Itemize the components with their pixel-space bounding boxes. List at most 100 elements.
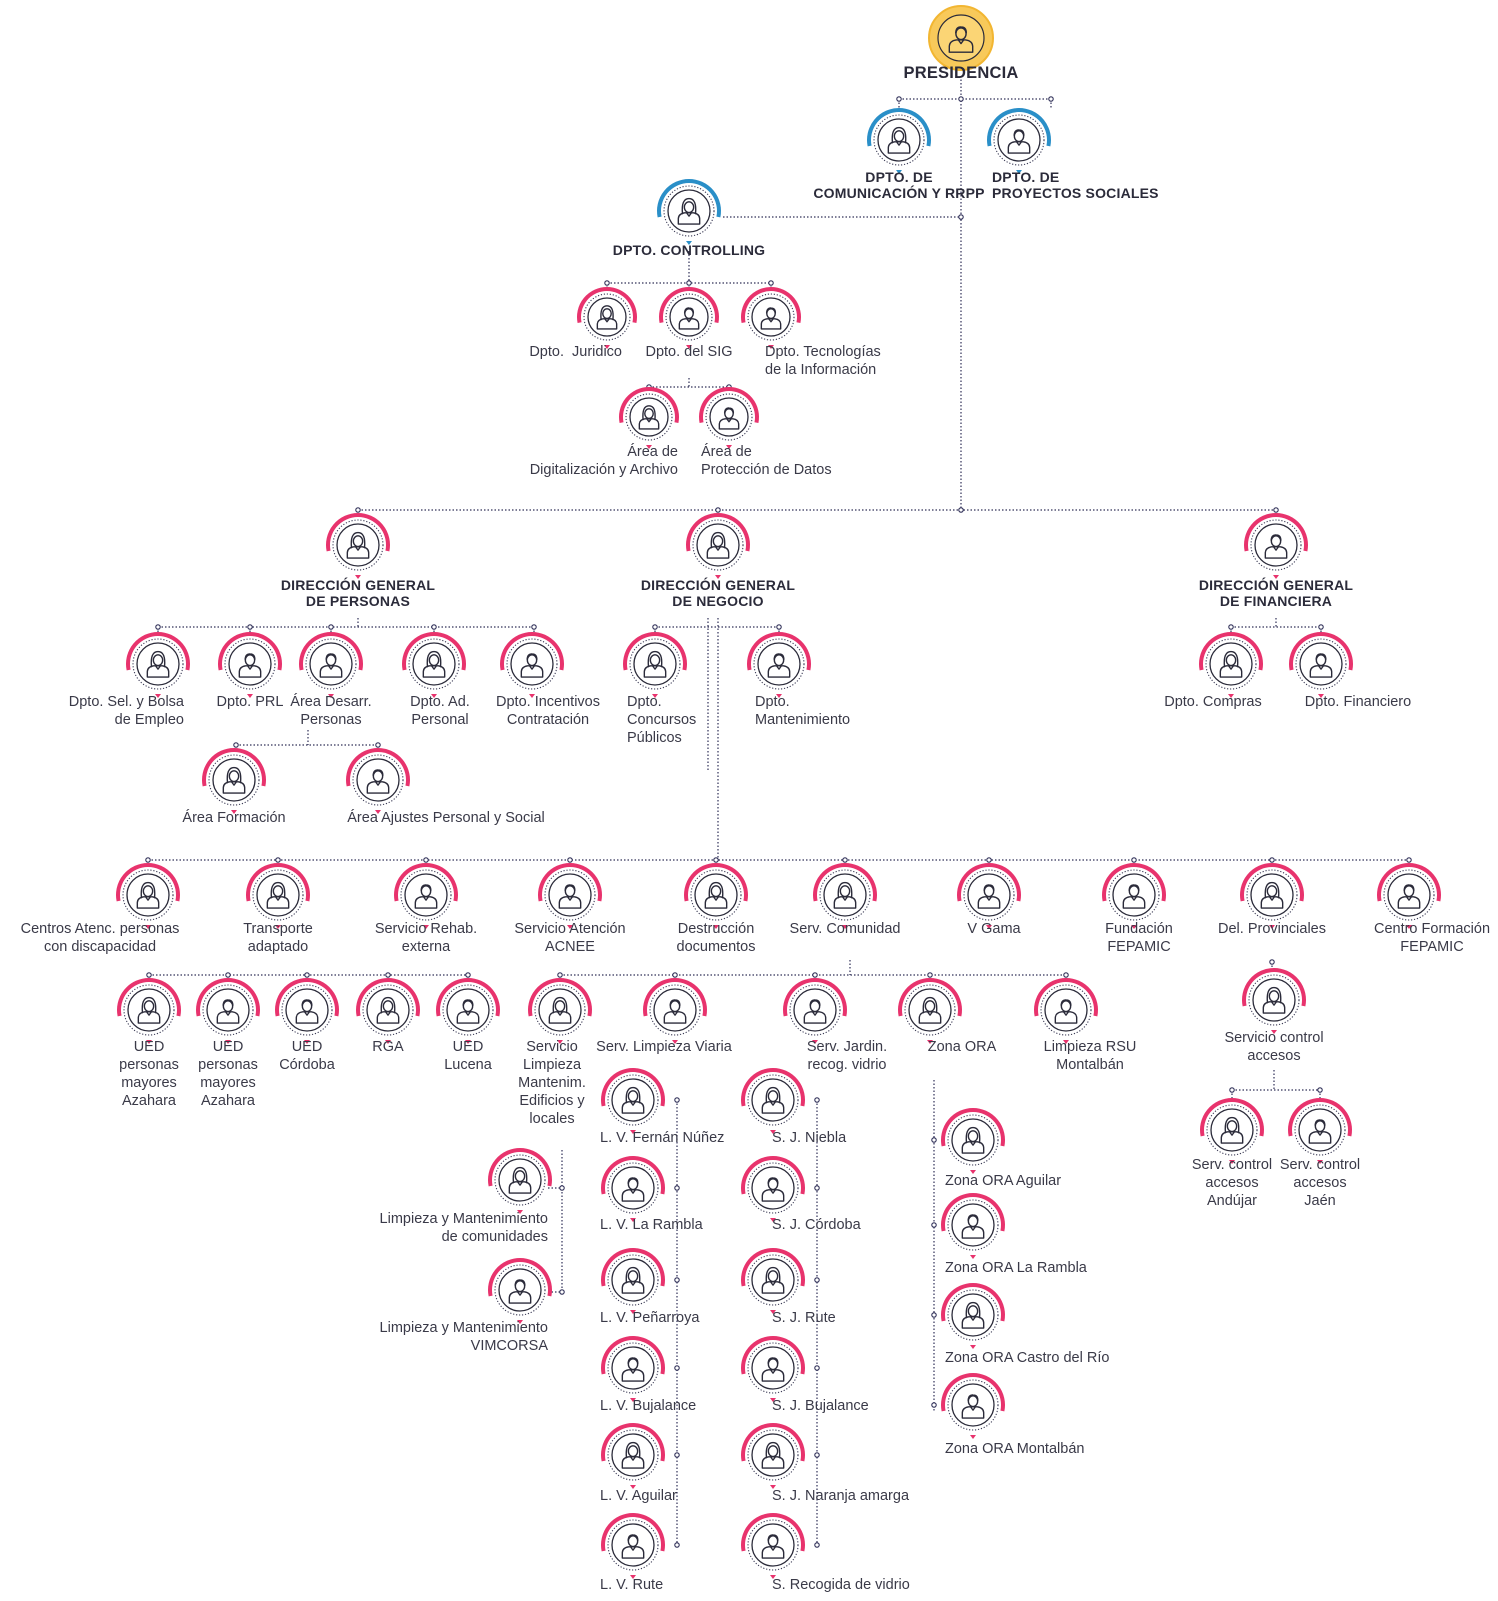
org-node-dg-negocio[interactable]: [686, 513, 750, 579]
org-node-lv-bujalance[interactable]: [601, 1336, 665, 1402]
node-accent-arc: [898, 978, 962, 1017]
person-female-icon: [508, 1166, 532, 1194]
org-node-juridico[interactable]: [577, 287, 637, 349]
org-node-andujar[interactable]: [1200, 1098, 1264, 1164]
node-inner-ring: [751, 297, 791, 337]
node-pointer: [1406, 925, 1412, 929]
org-node-control-accesos[interactable]: [1242, 968, 1306, 1034]
person-female-icon: [638, 405, 660, 430]
org-node-jardin[interactable]: [783, 978, 847, 1044]
org-node-lm-comunidades[interactable]: [488, 1148, 552, 1214]
org-node-ora-aguilar[interactable]: [941, 1108, 1005, 1174]
org-node-sj-bujalance[interactable]: [741, 1336, 805, 1402]
org-node-sig[interactable]: [659, 287, 719, 349]
org-node-provinciales[interactable]: [1240, 863, 1304, 929]
org-node-prl[interactable]: [218, 632, 282, 698]
org-node-jaen[interactable]: [1288, 1098, 1352, 1164]
org-node-dg-financiera[interactable]: [1244, 513, 1308, 579]
org-node-mantenimiento[interactable]: [747, 632, 811, 698]
node-pointer: [355, 575, 361, 579]
org-node-s-vidrio[interactable]: [741, 1513, 805, 1579]
org-node-desarr-personas[interactable]: [299, 632, 363, 698]
org-node-ora-castro[interactable]: [941, 1283, 1005, 1349]
connector-junction: [385, 972, 391, 978]
org-node-proyectos[interactable]: [987, 108, 1051, 174]
org-node-ad-personal[interactable]: [402, 632, 466, 698]
org-node-centro-formacion[interactable]: [1377, 863, 1441, 929]
org-node-lm-vimcorsa[interactable]: [488, 1258, 552, 1324]
org-node-lv-fernan[interactable]: [601, 1068, 665, 1134]
org-node-incentivos[interactable]: [500, 632, 564, 698]
node-inner-ring: [653, 988, 697, 1032]
org-node-destruccion[interactable]: [684, 863, 748, 929]
org-node-lv-rambla[interactable]: [601, 1156, 665, 1222]
node-accent-arc: [538, 863, 602, 902]
org-node-sel-bolsa[interactable]: [126, 632, 190, 698]
org-node-ajustes[interactable]: [346, 748, 410, 814]
org-node-dg-personas[interactable]: [326, 513, 390, 579]
org-node-limpieza-viaria[interactable]: [643, 978, 707, 1044]
org-node-lv-rute[interactable]: [601, 1513, 665, 1579]
org-node-ora-montalban[interactable]: [941, 1373, 1005, 1439]
org-node-rga[interactable]: [356, 978, 420, 1044]
org-node-sj-naranja[interactable]: [741, 1423, 805, 1489]
person-male-icon: [1309, 653, 1333, 678]
org-node-ora-rambla[interactable]: [941, 1193, 1005, 1259]
node-inner-ring: [309, 642, 353, 686]
org-node-comunidad[interactable]: [813, 863, 877, 929]
node-label-dg-negocio: DIRECCIÓN GENERAL DE NEGOCIO: [640, 577, 796, 609]
node-pointer: [604, 345, 610, 349]
org-node-digitalizacion[interactable]: [619, 387, 679, 449]
node-accent-arc: [601, 1336, 665, 1375]
node-pointer: [1228, 694, 1234, 698]
node-label-proyectos: DPTO. DE PROYECTOS SOCIALES: [992, 169, 1159, 201]
org-node-sj-rute[interactable]: [741, 1248, 805, 1314]
org-node-presidencia[interactable]: [928, 5, 994, 71]
org-node-tecnologias[interactable]: [741, 287, 801, 349]
org-node-ued-2[interactable]: [196, 978, 260, 1044]
node-pointer: [567, 925, 573, 929]
org-node-rsu-montalban[interactable]: [1034, 978, 1098, 1044]
org-node-sj-niebla[interactable]: [741, 1068, 805, 1134]
org-node-ued-1[interactable]: [117, 978, 181, 1044]
node-accent-arc: [643, 978, 707, 1017]
person-female-icon: [918, 996, 942, 1024]
person-male-icon: [663, 999, 687, 1024]
org-node-financiero[interactable]: [1289, 632, 1353, 698]
node-label-sj-cordoba: S. J. Córdoba: [772, 1217, 861, 1233]
connector-junction: [233, 742, 239, 748]
node-label-sj-niebla: S. J. Niebla: [772, 1130, 847, 1146]
org-node-lv-aguilar[interactable]: [601, 1423, 665, 1489]
node-accent-arc: [659, 287, 719, 323]
node-label-ued-lucena: UED Lucena: [444, 1039, 492, 1073]
node-label-comunidad: Serv. Comunidad: [789, 921, 901, 937]
org-node-rehab[interactable]: [394, 863, 458, 929]
person-male-icon: [621, 1177, 645, 1202]
org-node-formacion[interactable]: [202, 748, 266, 814]
org-node-comunicacion[interactable]: [867, 108, 931, 174]
org-node-ued-lucena[interactable]: [436, 978, 500, 1044]
org-node-ued-cordoba[interactable]: [275, 978, 339, 1044]
org-node-limpieza-edificios[interactable]: [528, 978, 592, 1044]
org-node-transporte[interactable]: [246, 863, 310, 929]
org-node-proteccion[interactable]: [699, 387, 759, 449]
connector-junction: [375, 742, 381, 748]
org-node-controlling[interactable]: [657, 179, 721, 245]
org-node-compras[interactable]: [1199, 632, 1263, 698]
node-inner-ring: [336, 523, 380, 567]
org-node-vgama[interactable]: [957, 863, 1021, 929]
org-node-concursos[interactable]: [623, 632, 687, 698]
org-node-centros-atenc[interactable]: [116, 863, 180, 929]
org-node-fundacion[interactable]: [1102, 863, 1166, 929]
org-node-zona-ora[interactable]: [898, 978, 962, 1044]
node-pointer: [970, 1435, 976, 1439]
node-label-ajustes: Área Ajustes Personal y Social: [347, 810, 545, 826]
org-node-lv-penarroya[interactable]: [601, 1248, 665, 1314]
node-accent-arc: [246, 863, 310, 902]
connector-junction: [814, 1097, 820, 1103]
connector-junction: [423, 857, 429, 863]
org-node-sj-cordoba[interactable]: [741, 1156, 805, 1222]
org-node-acnee[interactable]: [538, 863, 602, 929]
node-pointer: [970, 1345, 976, 1349]
node-label-sj-bujalance: S. J. Bujalance: [772, 1398, 869, 1414]
